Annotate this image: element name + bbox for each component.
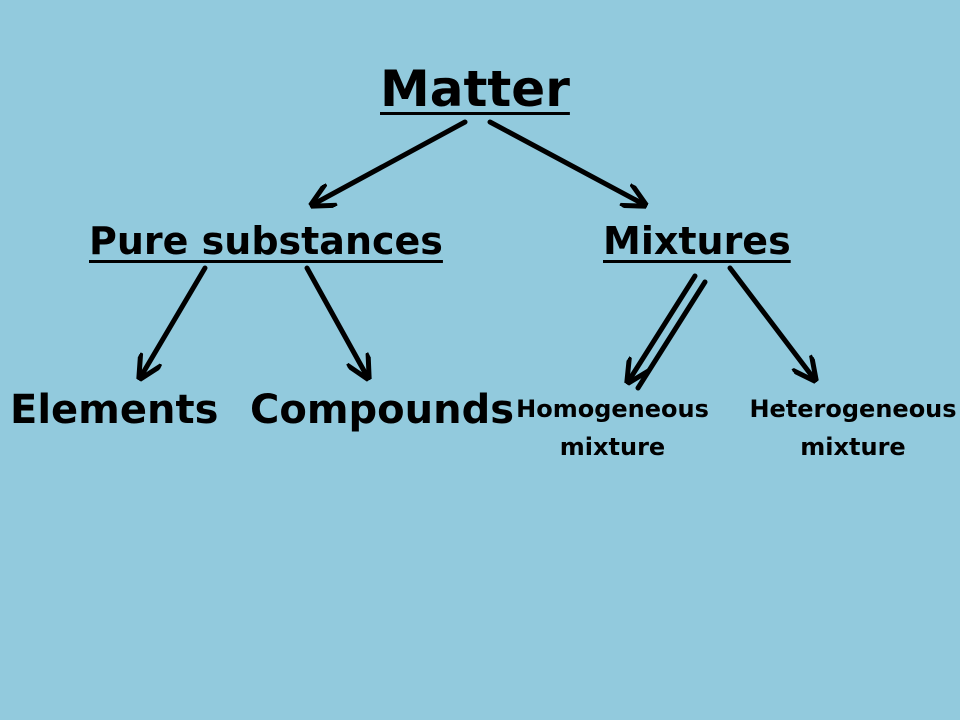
homogeneous-line2: mixture xyxy=(559,433,666,461)
arrow-mixtures-to-homogeneous-b xyxy=(635,279,708,391)
arrow-pure-to-compounds xyxy=(304,265,368,378)
arrow-matter-to-pure xyxy=(312,119,468,205)
node-homogeneous-mixture: Homogeneous mixture xyxy=(510,390,715,466)
arrow-pure-to-elements xyxy=(140,265,208,378)
heterogeneous-line1: Heterogeneous xyxy=(749,395,957,423)
node-pure-substances: Pure substances xyxy=(89,219,443,263)
arrow-mixtures-to-heterogeneous xyxy=(727,265,815,380)
node-compounds: Compounds xyxy=(250,387,515,433)
homogeneous-line1: Homogeneous xyxy=(516,395,709,423)
node-heterogeneous-mixture: Heterogeneous mixture xyxy=(738,390,960,466)
heterogeneous-line2: mixture xyxy=(800,433,906,461)
node-mixtures: Mixtures xyxy=(603,219,791,263)
arrow-mixtures-to-homogeneous-a xyxy=(628,273,698,382)
node-matter: Matter xyxy=(380,60,570,118)
node-elements: Elements xyxy=(10,387,219,433)
arrow-matter-to-mixtures xyxy=(487,119,645,205)
